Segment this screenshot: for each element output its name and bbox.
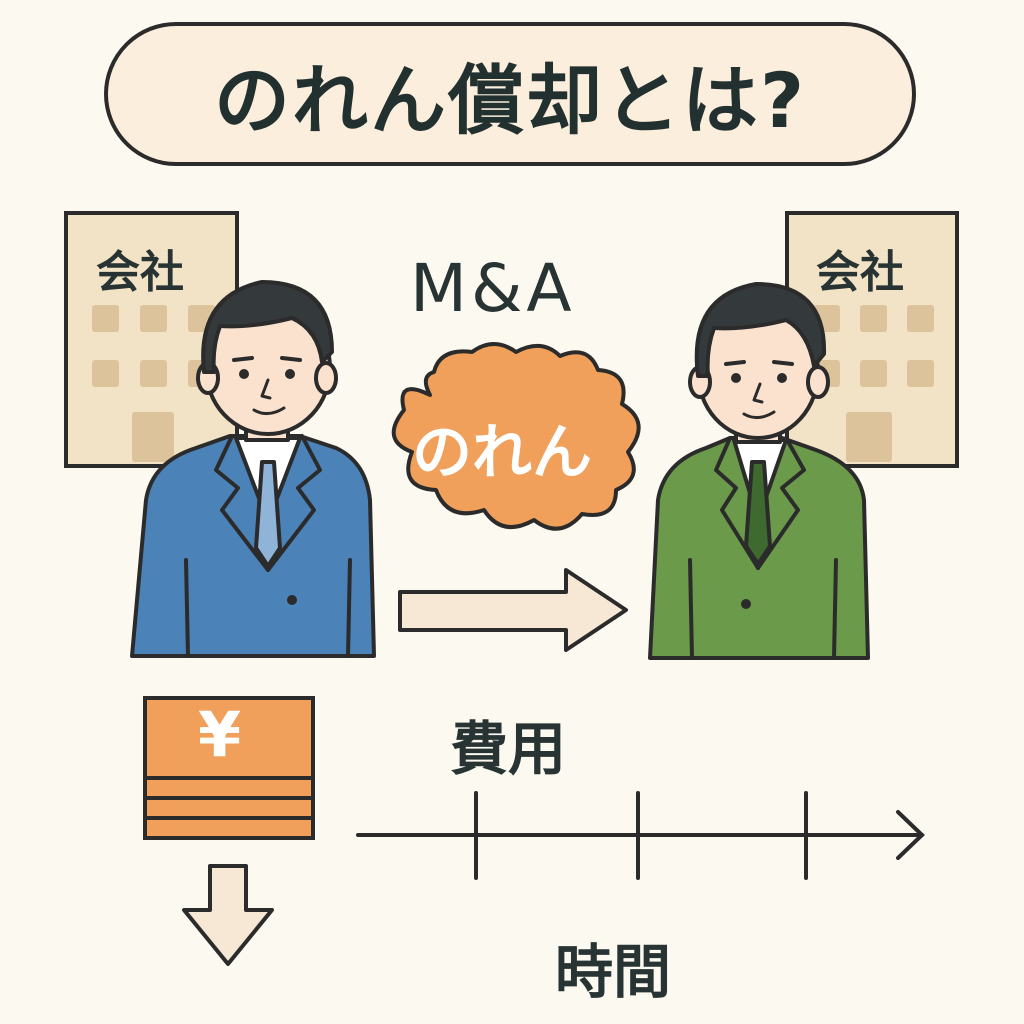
ma-label: M&A <box>410 250 576 327</box>
goodwill-cloud-icon <box>391 342 641 531</box>
yen-symbol: ¥ <box>198 698 242 771</box>
title-banner: のれん償却とは? <box>104 22 916 166</box>
right-businessman-icon <box>648 282 870 660</box>
right-arrow-icon <box>398 568 628 652</box>
money-stack-icon <box>143 696 315 840</box>
timeline-arrow-icon <box>356 791 925 880</box>
expense-label: 費用 <box>450 715 567 783</box>
page-title: のれん償却とは? <box>213 56 807 145</box>
left-businessman-icon <box>130 280 376 658</box>
goodwill-label: のれん <box>412 418 592 488</box>
company-label-left: 会社 <box>96 247 184 298</box>
time-axis-label: 時間 <box>555 938 672 1006</box>
down-arrow-icon <box>182 864 274 966</box>
company-label-right: 会社 <box>816 247 904 298</box>
